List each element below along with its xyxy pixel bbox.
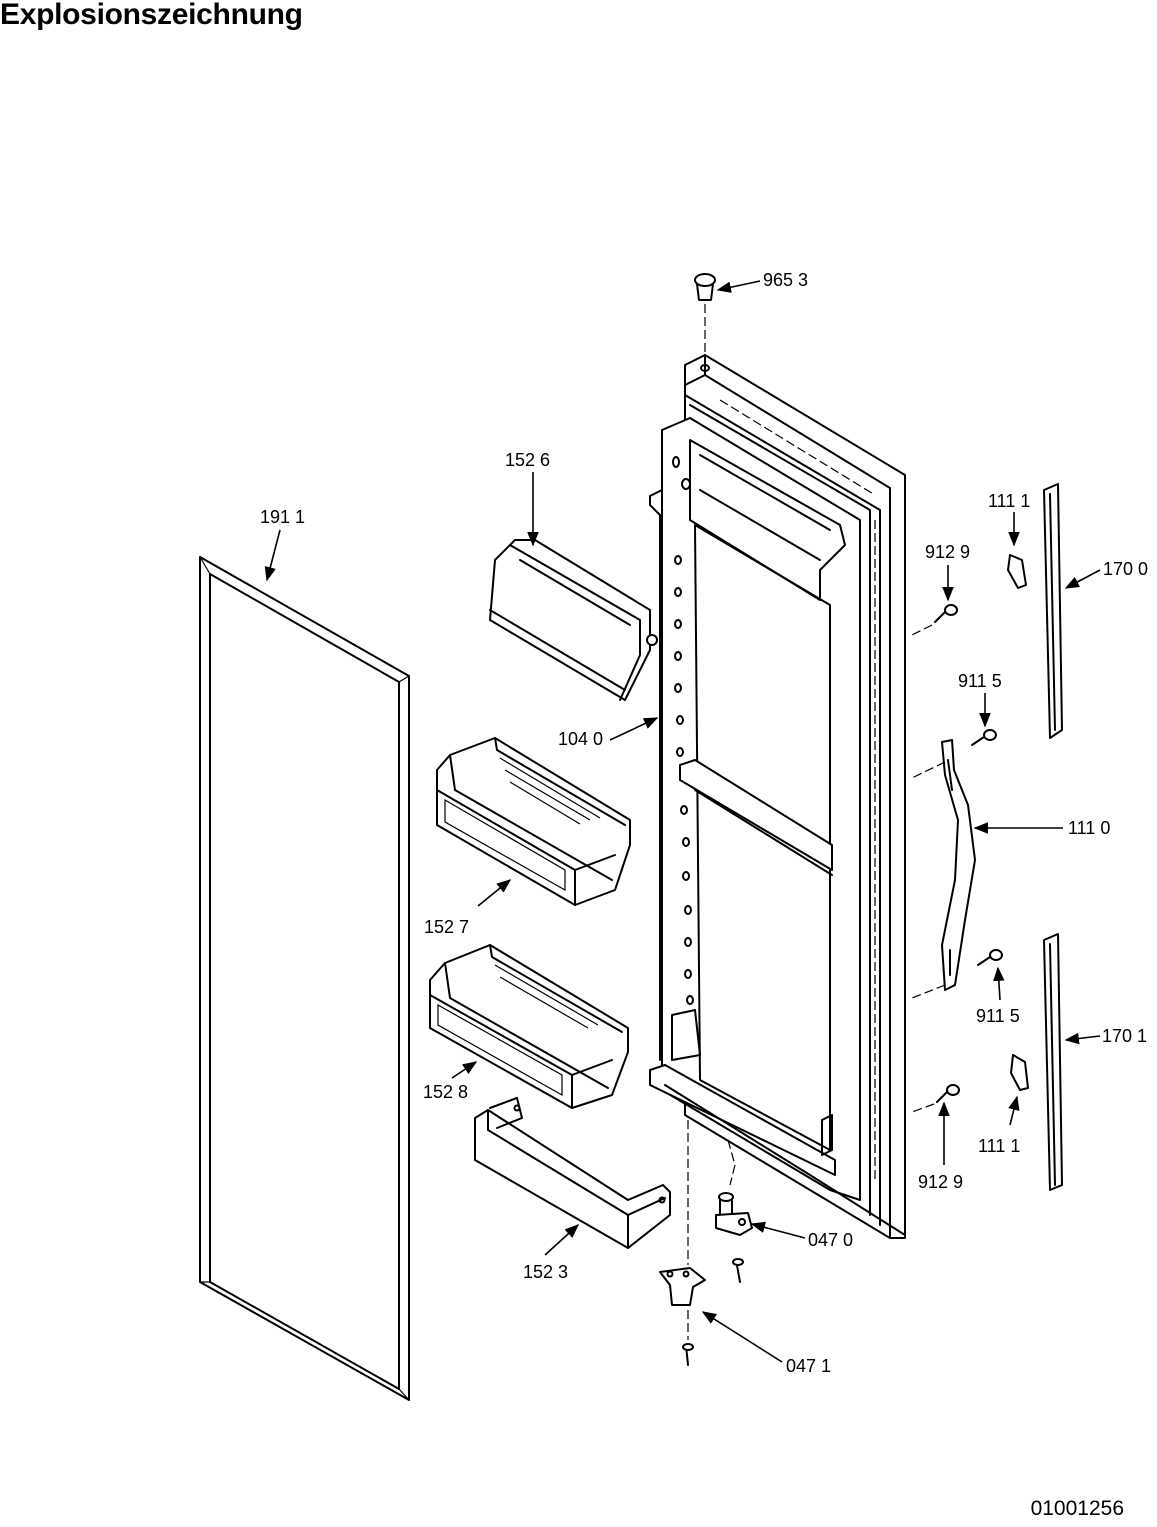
label-1111-top: 111 1 xyxy=(988,491,1030,511)
label-1040: 104 0 xyxy=(558,729,603,749)
clip-1111-bottom xyxy=(1010,1054,1029,1091)
door-gasket xyxy=(199,556,410,1401)
leader-lines xyxy=(264,280,1101,1363)
door-bin-1527 xyxy=(436,737,631,906)
label-1527: 152 7 xyxy=(424,917,469,937)
clip-1111-top xyxy=(1007,554,1027,589)
shelf-cover-1526 xyxy=(489,539,658,701)
label-1111-bottom: 111 1 xyxy=(978,1136,1020,1156)
trim-1701 xyxy=(1043,933,1063,1191)
door-liner xyxy=(649,354,906,1239)
trim-1700 xyxy=(1043,483,1063,739)
label-9115-bottom: 911 5 xyxy=(976,1006,1020,1026)
label-9653: 965 3 xyxy=(763,270,808,290)
screw-9115-top xyxy=(911,729,997,779)
label-1700: 170 0 xyxy=(1103,559,1148,579)
label-0471: 047 1 xyxy=(786,1356,831,1376)
label-1526: 152 6 xyxy=(505,450,550,470)
screw-9129-bottom xyxy=(911,1084,960,1113)
label-9129-bottom: 912 9 xyxy=(918,1172,963,1192)
plug-9653 xyxy=(694,273,716,352)
label-9115-top: 911 5 xyxy=(958,671,1002,691)
screw-9129-top xyxy=(911,604,958,636)
page-title: Explosionszeichnung xyxy=(0,0,303,31)
label-1911: 191 1 xyxy=(260,507,305,527)
door-bin-1528 xyxy=(429,944,629,1109)
label-0470: 047 0 xyxy=(808,1230,853,1250)
label-1110: 111 0 xyxy=(1068,818,1110,838)
bracket-0471 xyxy=(659,1120,706,1366)
handle-1110 xyxy=(941,739,976,991)
screw-9115-bottom xyxy=(911,949,1003,999)
document-number: 01001256 xyxy=(1030,1497,1124,1520)
label-9129-top: 912 9 xyxy=(925,542,970,562)
label-1528: 152 8 xyxy=(423,1082,468,1102)
label-1701: 170 1 xyxy=(1102,1026,1147,1046)
hinge-0470 xyxy=(715,1139,753,1283)
bottle-rack-1523 xyxy=(474,1097,671,1249)
label-1523: 152 3 xyxy=(523,1262,568,1282)
